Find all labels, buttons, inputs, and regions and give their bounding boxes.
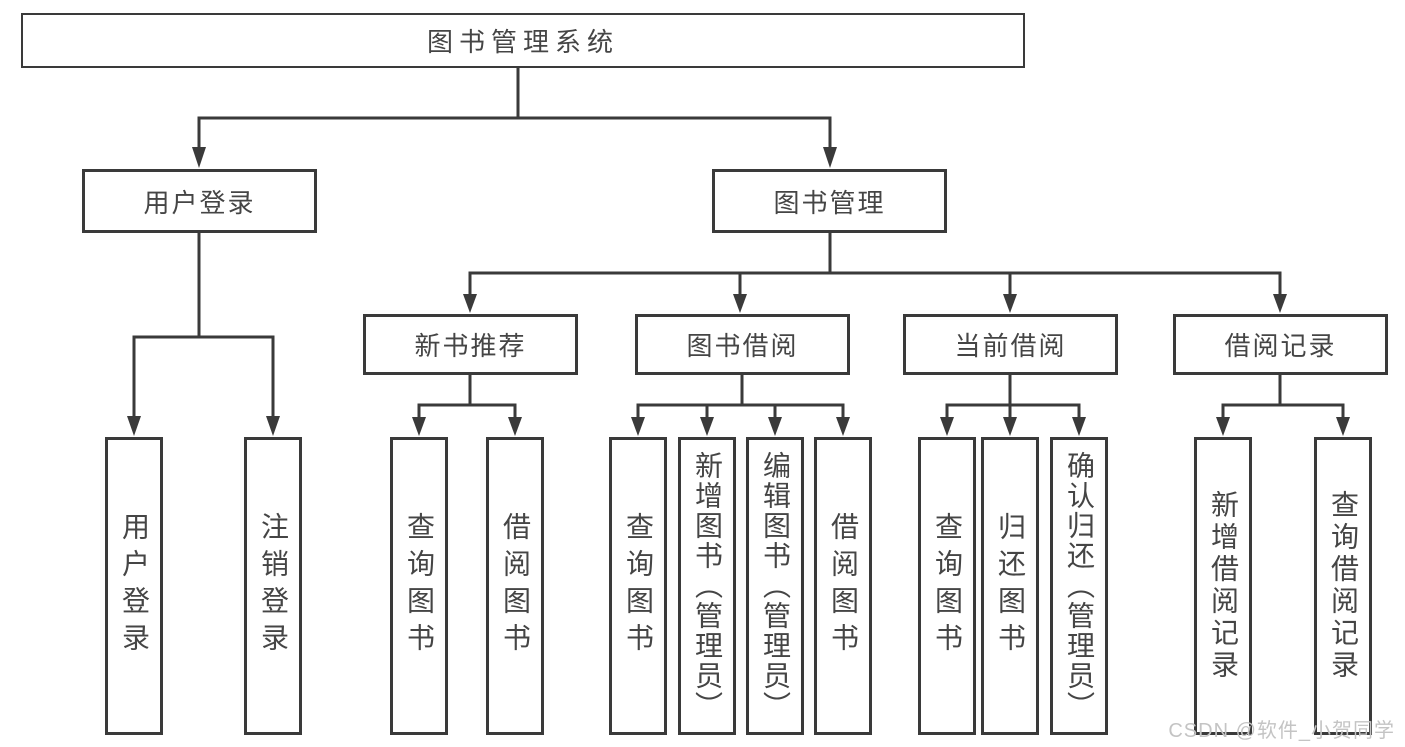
node-new-book-recommend-label: 新书推荐 <box>414 331 527 361</box>
node-query-borrow-record: 查询借阅记录 <box>1314 437 1372 735</box>
node-root-label: 图书管理系统 <box>426 27 619 57</box>
node-add-borrow-record-label: 新增借阅记录 <box>1208 490 1239 682</box>
node-book-borrow-label: 图书借阅 <box>686 331 799 361</box>
node-user-login-branch-label: 用户登录 <box>143 187 256 218</box>
node-current-borrow: 当前借阅 <box>903 314 1118 375</box>
node-user-login-label: 用户登录 <box>119 512 150 660</box>
node-query-books-recommend: 查询图书 <box>390 437 448 735</box>
node-borrow-books-borrow-label: 借阅图书 <box>828 512 859 660</box>
node-logout-login: 注销登录 <box>244 437 302 735</box>
node-new-book-recommend: 新书推荐 <box>363 314 578 375</box>
node-query-books-current: 查询图书 <box>918 437 976 735</box>
node-book-mgmt-branch-label: 图书管理 <box>773 187 886 218</box>
node-edit-book-admin: 编辑图书（管理员） <box>746 437 804 735</box>
node-current-borrow-label: 当前借阅 <box>954 331 1067 361</box>
connector-current-borrow-split <box>940 373 1086 436</box>
node-add-book-admin-label: 新增图书（管理员） <box>692 451 723 721</box>
node-query-books-current-label: 查询图书 <box>932 512 963 660</box>
connector-book-borrow-split <box>631 373 850 436</box>
connector-user-login-split <box>127 231 280 436</box>
node-query-books-recommend-label: 查询图书 <box>404 512 435 660</box>
node-root: 图书管理系统 <box>21 13 1025 68</box>
connector-borrow-records-split <box>1216 373 1350 436</box>
node-confirm-return-admin-label: 确认归还（管理员） <box>1064 451 1095 721</box>
connector-root-split <box>192 66 837 168</box>
node-user-login-branch: 用户登录 <box>82 169 317 233</box>
node-borrow-books-borrow: 借阅图书 <box>814 437 872 735</box>
node-return-book: 归还图书 <box>981 437 1039 735</box>
node-confirm-return-admin: 确认归还（管理员） <box>1050 437 1108 735</box>
node-logout-login-label: 注销登录 <box>258 512 289 660</box>
node-borrow-records: 借阅记录 <box>1173 314 1388 375</box>
node-return-book-label: 归还图书 <box>995 512 1026 660</box>
node-add-borrow-record: 新增借阅记录 <box>1194 437 1252 735</box>
node-query-books-borrow: 查询图书 <box>609 437 667 735</box>
node-edit-book-admin-label: 编辑图书（管理员） <box>760 451 791 721</box>
node-book-borrow: 图书借阅 <box>635 314 850 375</box>
node-book-mgmt-branch: 图书管理 <box>712 169 947 233</box>
node-query-borrow-record-label: 查询借阅记录 <box>1328 490 1359 682</box>
connector-new-book-split <box>412 373 522 436</box>
node-borrow-books-recommend: 借阅图书 <box>486 437 544 735</box>
connector-book-mgmt-split <box>463 231 1287 313</box>
node-user-login: 用户登录 <box>105 437 163 735</box>
node-query-books-borrow-label: 查询图书 <box>623 512 654 660</box>
csdn-watermark: CSDN @软件_小贺同学 <box>1168 720 1395 742</box>
node-borrow-books-recommend-label: 借阅图书 <box>500 512 531 660</box>
node-borrow-records-label: 借阅记录 <box>1224 331 1337 361</box>
node-add-book-admin: 新增图书（管理员） <box>678 437 736 735</box>
